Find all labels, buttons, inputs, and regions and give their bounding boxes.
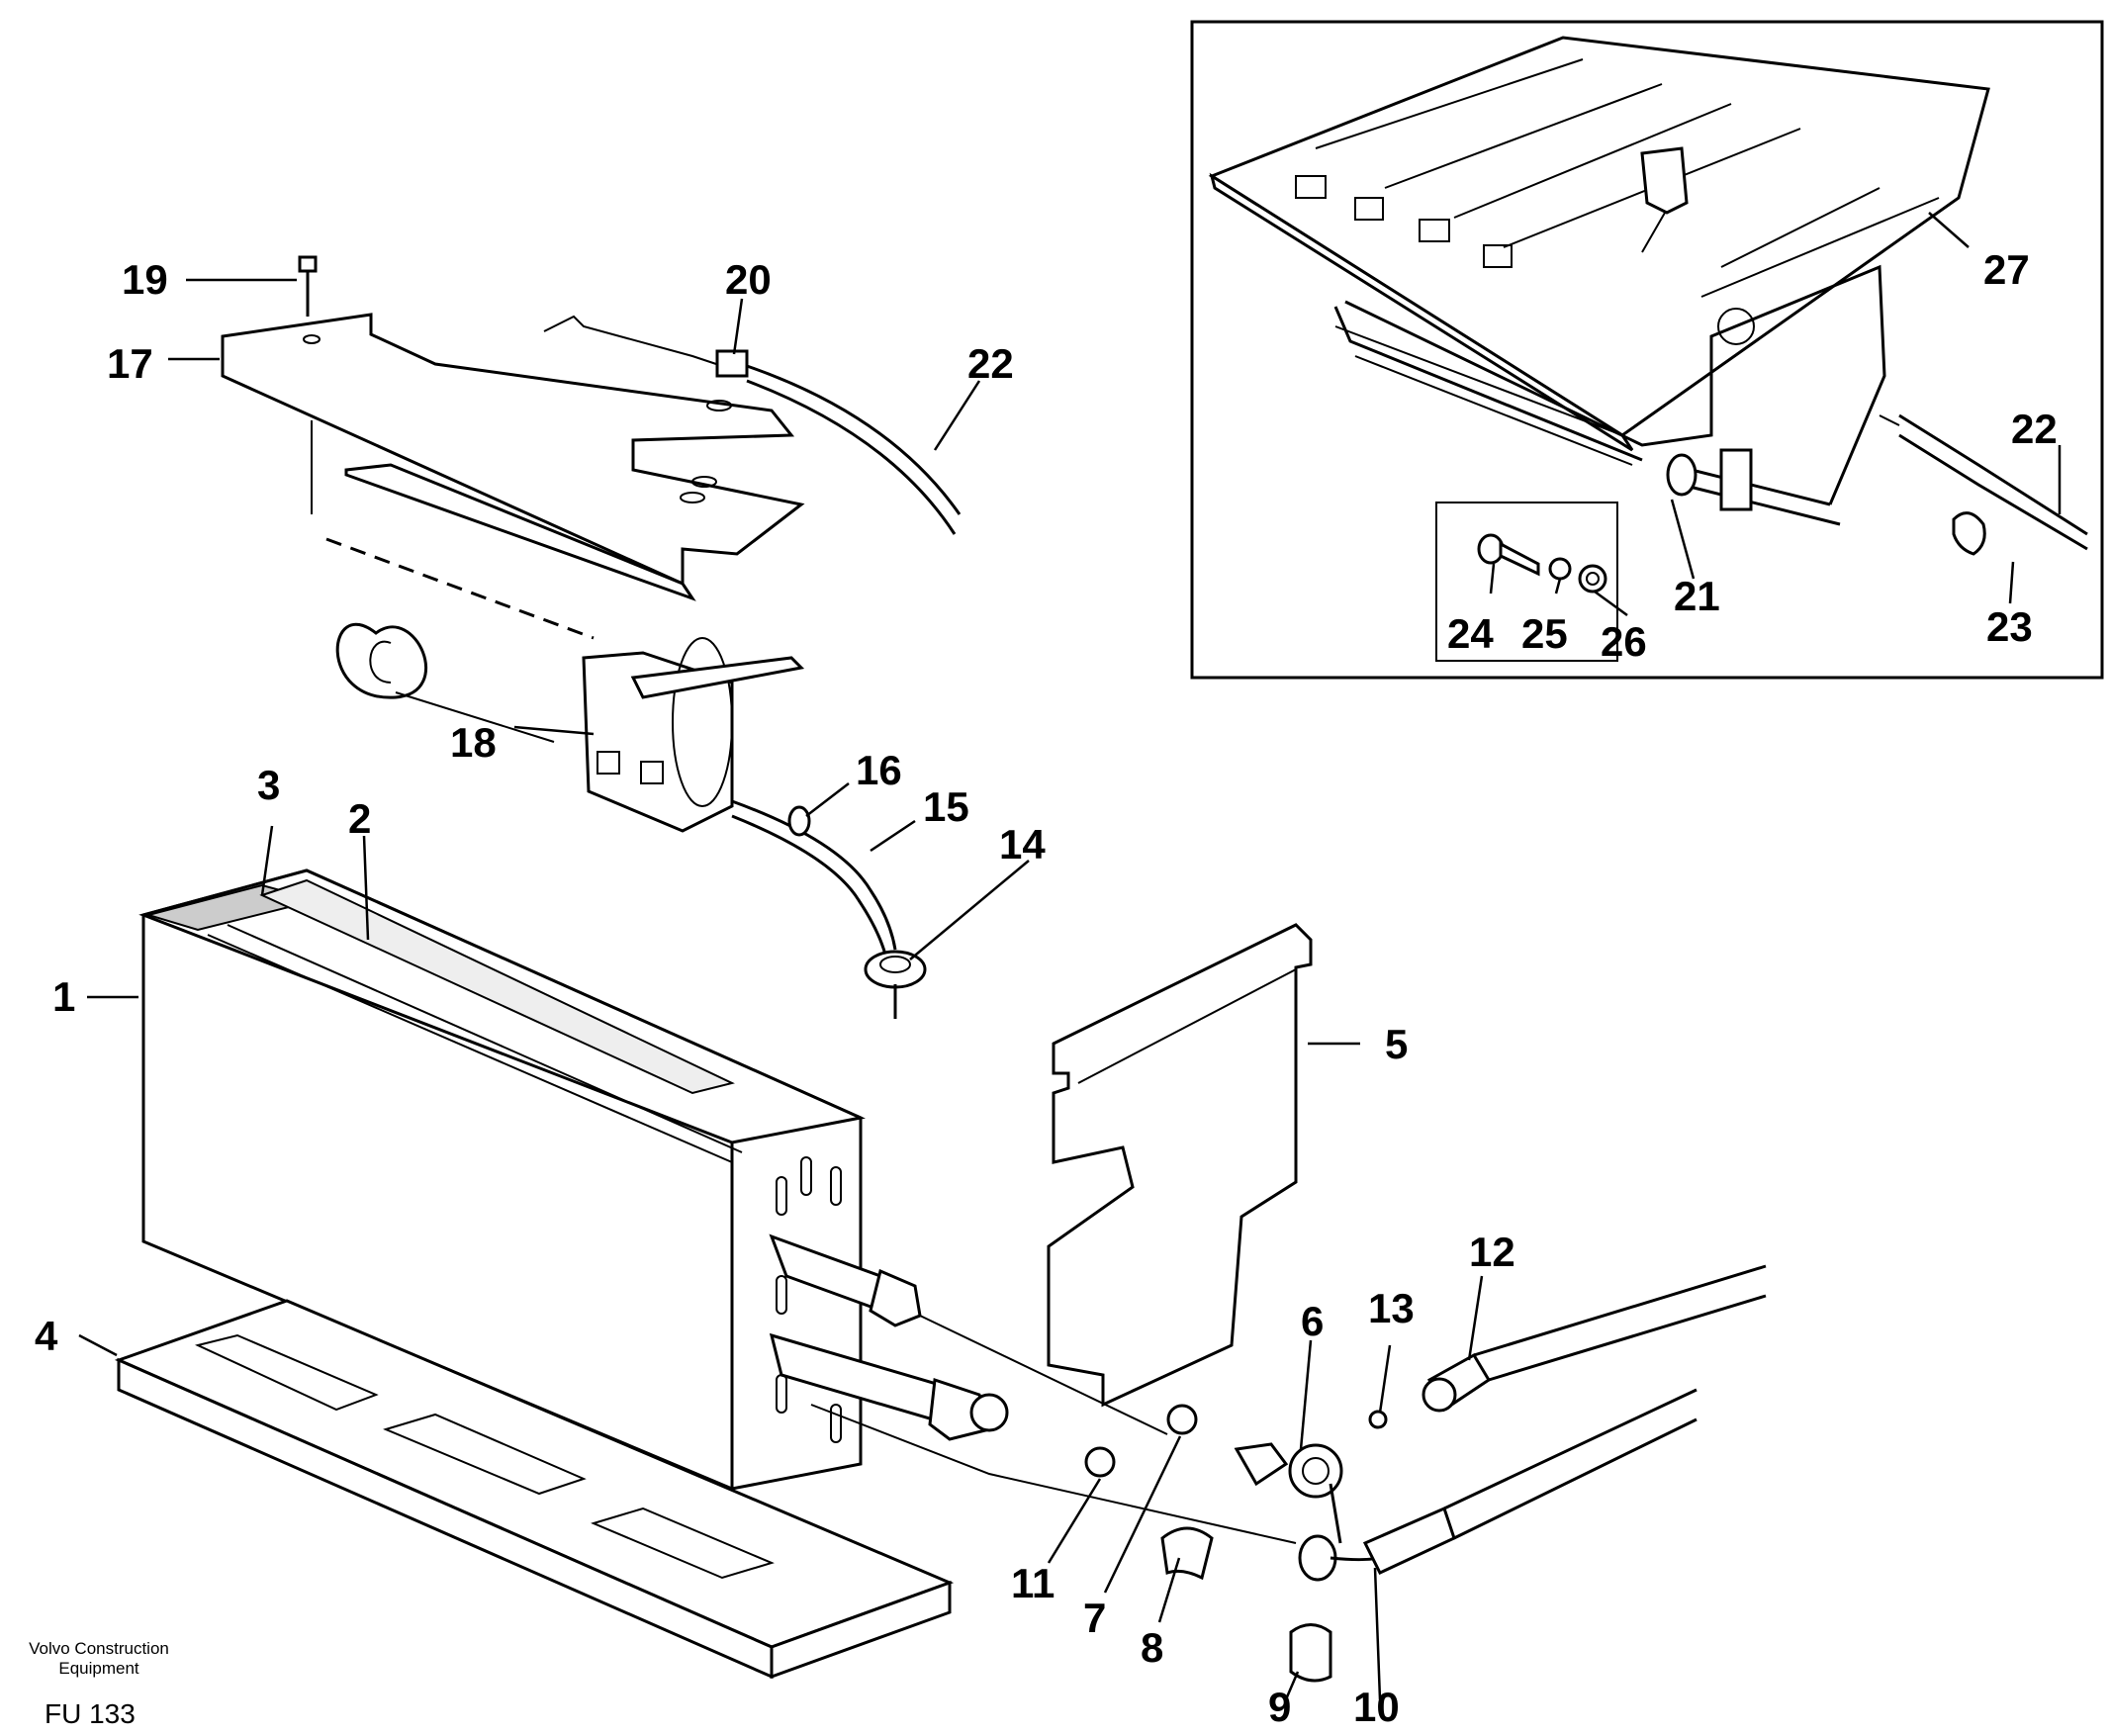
heater-core-1 <box>138 868 1297 1544</box>
callout-13: 13 <box>1368 1285 1415 1331</box>
callout-9: 9 <box>1268 1684 1291 1730</box>
bracket-17 <box>221 313 805 640</box>
callout-15: 15 <box>923 783 969 830</box>
callout-5: 5 <box>1385 1021 1408 1067</box>
cable-22 <box>543 315 962 535</box>
cover-plate-5 <box>1047 923 1313 1408</box>
bottom-plate-4 <box>114 1299 955 1680</box>
screw-19 <box>298 255 318 317</box>
callout-22-inset: 22 <box>2011 406 2058 452</box>
callout-6: 6 <box>1301 1298 1324 1344</box>
callout-4: 4 <box>35 1313 58 1359</box>
callout-17: 17 <box>107 340 153 387</box>
brand-line-2: Equipment <box>58 1659 139 1678</box>
callout-25: 25 <box>1521 610 1568 657</box>
callout-19: 19 <box>122 256 168 303</box>
figure-code: FU 133 <box>45 1698 136 1729</box>
brand-line-1: Volvo Construction <box>29 1639 169 1658</box>
callout-14: 14 <box>999 821 1046 868</box>
control-panel-inset <box>1190 20 2104 680</box>
leader-lines <box>78 278 1484 1700</box>
callout-24: 24 <box>1447 610 1494 657</box>
callout-22-main: 22 <box>967 340 1014 387</box>
callout-2: 2 <box>348 795 371 842</box>
callout-7: 7 <box>1083 1595 1106 1641</box>
valve-18 <box>335 623 927 1019</box>
callout-1: 1 <box>52 973 75 1020</box>
callout-20: 20 <box>725 256 772 303</box>
callout-21: 21 <box>1674 573 1720 619</box>
callout-23: 23 <box>1986 603 2033 650</box>
fittings <box>1084 1264 1767 1683</box>
callout-11: 11 <box>1011 1560 1055 1606</box>
callout-8: 8 <box>1141 1624 1163 1671</box>
callout-26: 26 <box>1601 618 1647 665</box>
callout-10: 10 <box>1353 1684 1400 1730</box>
callout-3: 3 <box>257 762 280 808</box>
callout-16: 16 <box>856 747 902 793</box>
callout-27: 27 <box>1983 246 2030 293</box>
callout-12: 12 <box>1469 1229 1515 1275</box>
callout-18: 18 <box>450 719 497 766</box>
